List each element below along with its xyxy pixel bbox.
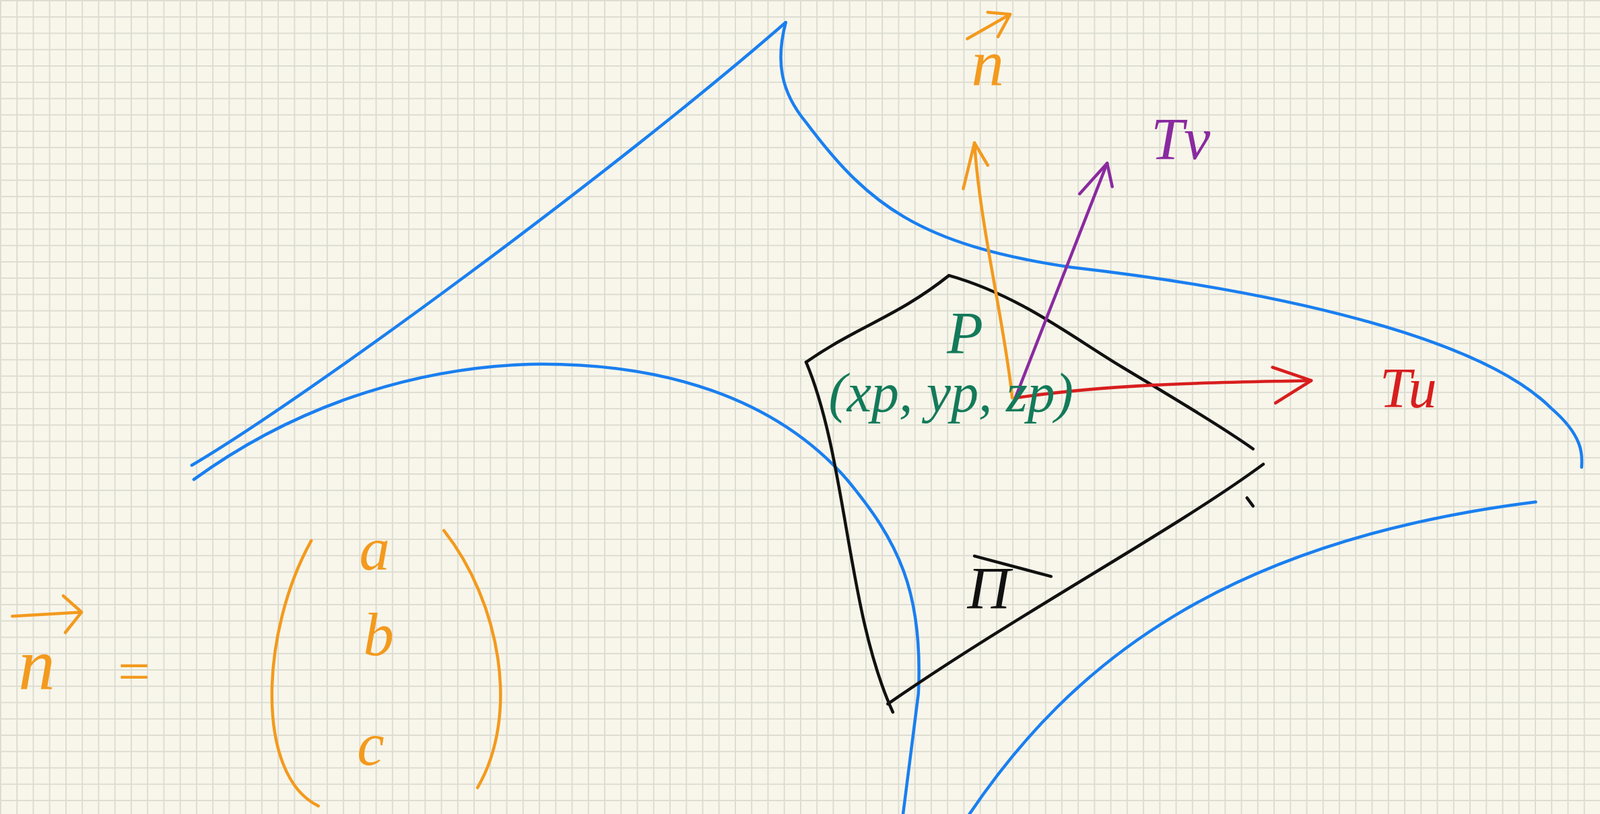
plane-name: Π [967, 558, 1011, 619]
point-coords: (xp, yp, zp) [828, 364, 1074, 421]
tangent-label: Tu [1379, 358, 1438, 417]
vector-component: b [362, 604, 394, 666]
vector-component: c [356, 714, 384, 776]
surface-curves [191, 22, 1582, 814]
point-name: P [946, 304, 984, 364]
vector-name: n [18, 628, 56, 702]
equals-sign: = [114, 643, 153, 701]
vector-component: a [358, 518, 390, 580]
tangent-label: Tv [1150, 110, 1211, 170]
tangent-plane [806, 275, 1264, 713]
tangent-v [1015, 162, 1113, 398]
vector-name: n [971, 30, 1005, 96]
